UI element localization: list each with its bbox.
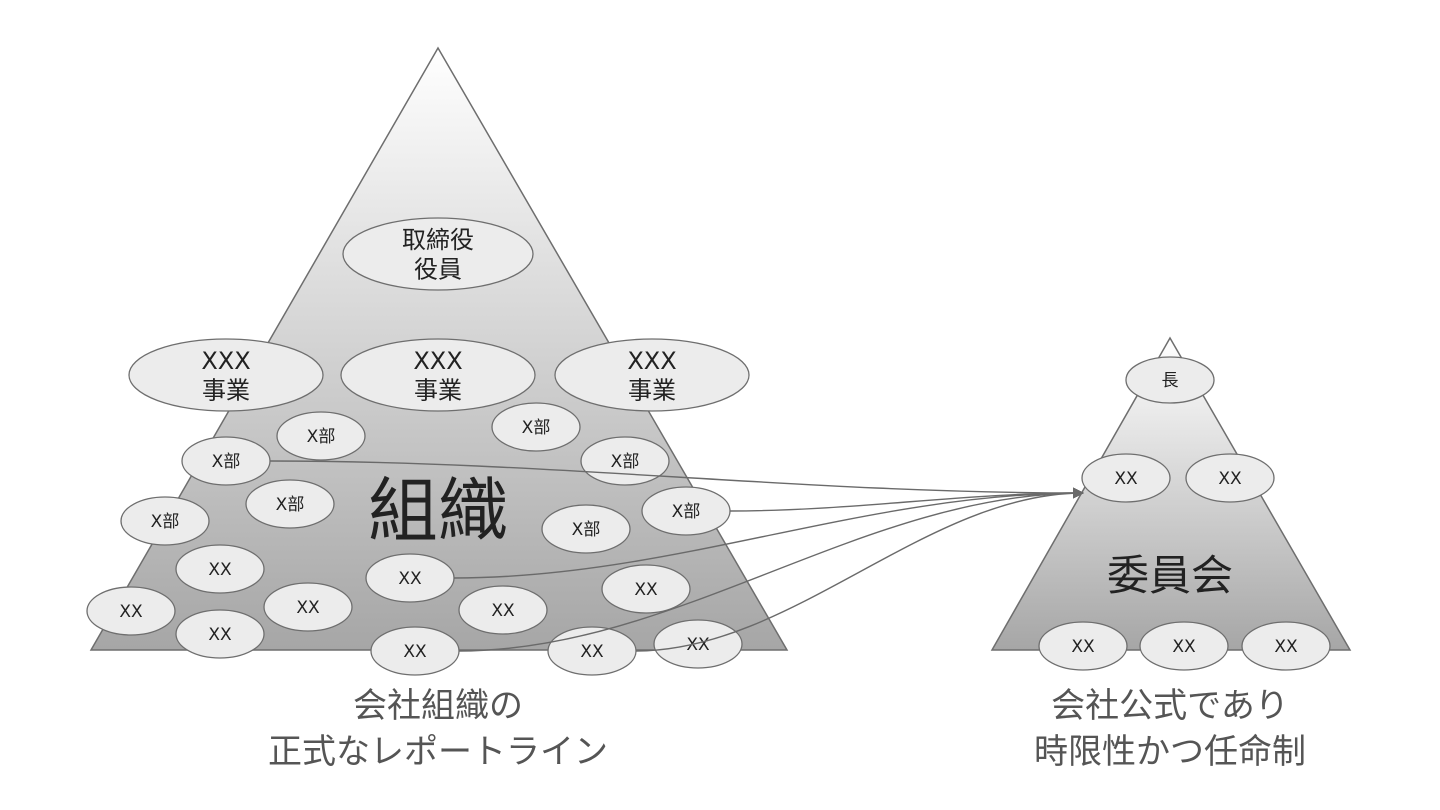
- node-m10: XX: [653, 619, 743, 669]
- node-m4: XX: [263, 582, 353, 632]
- node-ellipse: [554, 338, 750, 412]
- node-ellipse: [653, 619, 743, 669]
- node-c2: XX: [1185, 453, 1275, 503]
- node-label: XX: [208, 560, 232, 580]
- node-label: X部: [522, 418, 551, 438]
- node-m9: XX: [547, 626, 637, 676]
- organization-caption-line-1: 会社組織の: [353, 686, 523, 726]
- connection-arrow-m9: [635, 487, 1085, 652]
- node-label: XXX: [627, 347, 676, 375]
- connection-arrow-m7: [458, 487, 1085, 652]
- node-label: XX: [208, 625, 232, 645]
- node-label: XXX: [201, 347, 250, 375]
- node-label: 事業: [414, 376, 462, 404]
- node-m3: XX: [175, 609, 265, 659]
- node-d4: X部: [580, 436, 670, 486]
- node-label: X部: [276, 495, 305, 515]
- committee-label: 委員会: [1107, 551, 1233, 600]
- node-label: XX: [119, 602, 143, 622]
- connections-layer: [269, 460, 1085, 652]
- node-ellipse: [276, 411, 366, 461]
- node-label: XX: [1114, 469, 1138, 489]
- node-ellipse: [1139, 621, 1229, 671]
- node-label: XX: [1218, 469, 1242, 489]
- node-label: XX: [634, 580, 658, 600]
- organization-caption-line-2: 正式なレポートライン: [268, 732, 608, 772]
- node-ellipse: [458, 585, 548, 635]
- node-ellipse: [175, 609, 265, 659]
- organization-label: 組織: [368, 470, 508, 552]
- node-label: XX: [296, 598, 320, 618]
- committee-caption-line-2: 時限性かつ任命制: [1034, 732, 1306, 772]
- node-c3: XX: [1038, 621, 1128, 671]
- node-m8: XX: [601, 564, 691, 614]
- node-c1: XX: [1081, 453, 1171, 503]
- node-ellipse: [491, 402, 581, 452]
- node-m6: XX: [365, 553, 455, 603]
- node-m2: XX: [86, 586, 176, 636]
- node-label: XX: [1172, 637, 1196, 657]
- node-ellipse: [601, 564, 691, 614]
- node-ellipse: [342, 217, 534, 291]
- connection-arrow-m6: [453, 487, 1085, 579]
- connection-arrow-d2: [269, 460, 1085, 499]
- node-ellipse: [541, 504, 631, 554]
- node-m1: XX: [175, 544, 265, 594]
- node-d3: X部: [491, 402, 581, 452]
- node-ellipse: [263, 582, 353, 632]
- node-label: 役員: [414, 255, 462, 283]
- node-label: XXX: [413, 347, 462, 375]
- node-c4: XX: [1139, 621, 1229, 671]
- node-d5: X部: [641, 486, 731, 536]
- node-ellipse: [245, 479, 335, 529]
- node-ellipse: [1241, 621, 1331, 671]
- node-label: 事業: [202, 376, 250, 404]
- node-label: X部: [307, 427, 336, 447]
- node-d2: X部: [181, 436, 271, 486]
- node-ellipse: [1185, 453, 1275, 503]
- node-d6: X部: [245, 479, 335, 529]
- node-label: X部: [572, 520, 601, 540]
- node-label: 事業: [628, 376, 676, 404]
- node-d7: X部: [120, 496, 210, 546]
- node-chief: 長: [1125, 356, 1215, 404]
- node-label: XX: [580, 642, 604, 662]
- node-label: XX: [398, 569, 422, 589]
- node-label: XX: [491, 601, 515, 621]
- node-ellipse: [1038, 621, 1128, 671]
- node-label: X部: [672, 502, 701, 522]
- node-label: XX: [686, 635, 710, 655]
- node-c5: XX: [1241, 621, 1331, 671]
- node-d8: X部: [541, 504, 631, 554]
- committee-caption-line-1: 会社公式であり: [1051, 686, 1289, 726]
- node-ellipse: [120, 496, 210, 546]
- node-label: 長: [1162, 371, 1179, 391]
- node-label: X部: [151, 512, 180, 532]
- node-ellipse: [175, 544, 265, 594]
- node-ellipse: [86, 586, 176, 636]
- node-label: 取締役: [402, 226, 474, 254]
- node-m5: XX: [458, 585, 548, 635]
- node-ellipse: [340, 338, 536, 412]
- node-ellipse: [128, 338, 324, 412]
- node-label: X部: [611, 452, 640, 472]
- node-ellipse: [1125, 356, 1215, 404]
- node-label: XX: [403, 642, 427, 662]
- node-label: XX: [1071, 637, 1095, 657]
- node-ellipse: [1081, 453, 1171, 503]
- node-label: X部: [212, 452, 241, 472]
- node-m7: XX: [370, 626, 460, 676]
- node-d1: X部: [276, 411, 366, 461]
- node-label: XX: [1274, 637, 1298, 657]
